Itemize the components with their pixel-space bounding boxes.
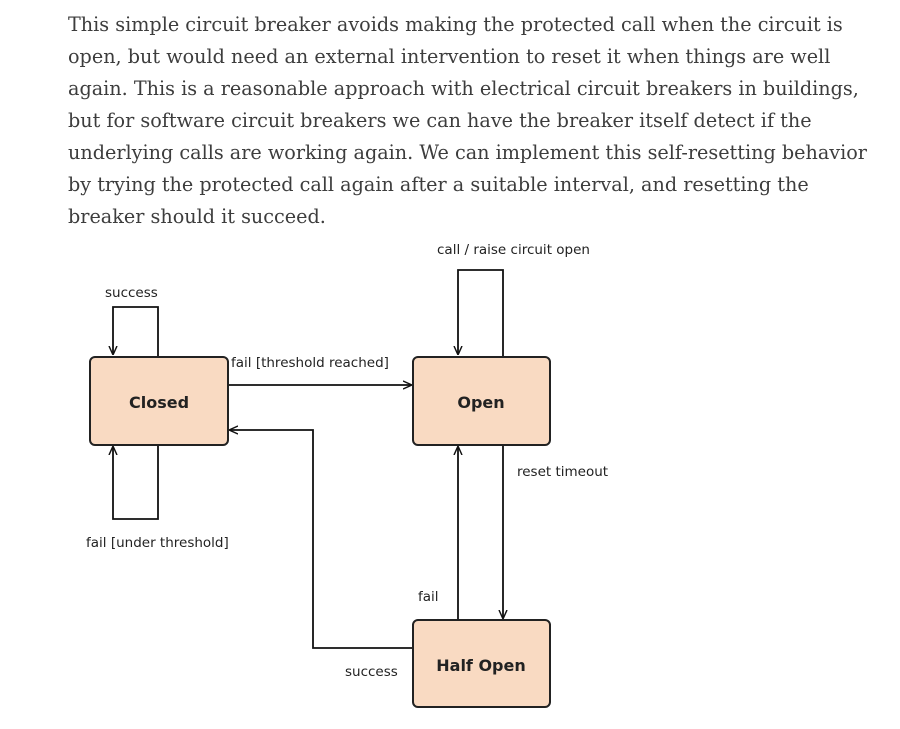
label-reset-timeout: reset timeout bbox=[517, 464, 608, 480]
state-open-label: Open bbox=[457, 393, 504, 412]
state-half-open: Half Open bbox=[412, 619, 551, 708]
label-open-self: call / raise circuit open bbox=[437, 242, 590, 258]
edge-closed-success-loop bbox=[113, 306, 159, 357]
state-closed-label: Closed bbox=[129, 393, 189, 412]
label-closed-to-open: fail [threshold reached] bbox=[231, 355, 389, 371]
label-half-open-fail: fail bbox=[418, 589, 439, 605]
state-closed: Closed bbox=[89, 356, 229, 446]
article-paragraph: This simple circuit breaker avoids makin… bbox=[68, 13, 867, 228]
label-half-open-success: success bbox=[345, 664, 398, 680]
edge-open-self-loop bbox=[458, 269, 504, 357]
state-open: Open bbox=[412, 356, 551, 446]
label-closed-success: success bbox=[105, 285, 158, 301]
label-closed-fail-under-threshold: fail [under threshold] bbox=[86, 535, 229, 551]
state-half-open-label: Half Open bbox=[436, 656, 526, 675]
edge-closed-fail-under-threshold bbox=[113, 445, 159, 520]
edge-half-open-to-closed bbox=[230, 430, 413, 649]
